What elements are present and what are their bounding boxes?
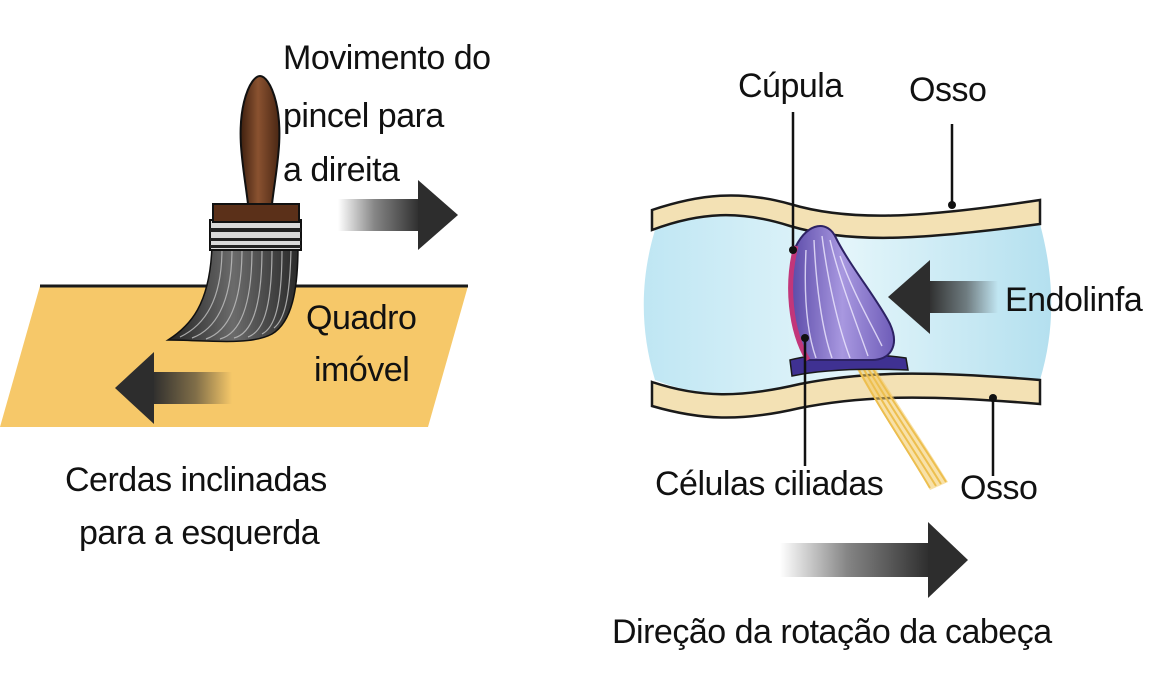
bristles-label-line1: Cerdas inclinadas — [65, 460, 327, 500]
brush-motion-label-line1: Movimento do — [283, 38, 491, 78]
frame-label-line1: Quadro — [306, 298, 416, 338]
bristles-label-line2: para a esquerda — [79, 513, 319, 553]
cupula-label: Cúpula — [738, 66, 843, 106]
bone-bottom-label: Osso — [960, 468, 1037, 508]
frame-label-line2: imóvel — [314, 350, 409, 390]
endolymph-label: Endolinfa — [1005, 280, 1142, 320]
brush-motion-arrow — [338, 180, 458, 250]
brush-motion-label-line2: pincel para — [283, 96, 444, 136]
hair-cells-label: Células ciliadas — [655, 464, 883, 504]
bone-top-label: Osso — [909, 70, 986, 110]
brush-motion-label-line3: a direita — [283, 150, 399, 190]
head-rotation-label: Direção da rotação da cabeça — [612, 612, 1052, 652]
head-rotation-arrow — [780, 522, 968, 598]
